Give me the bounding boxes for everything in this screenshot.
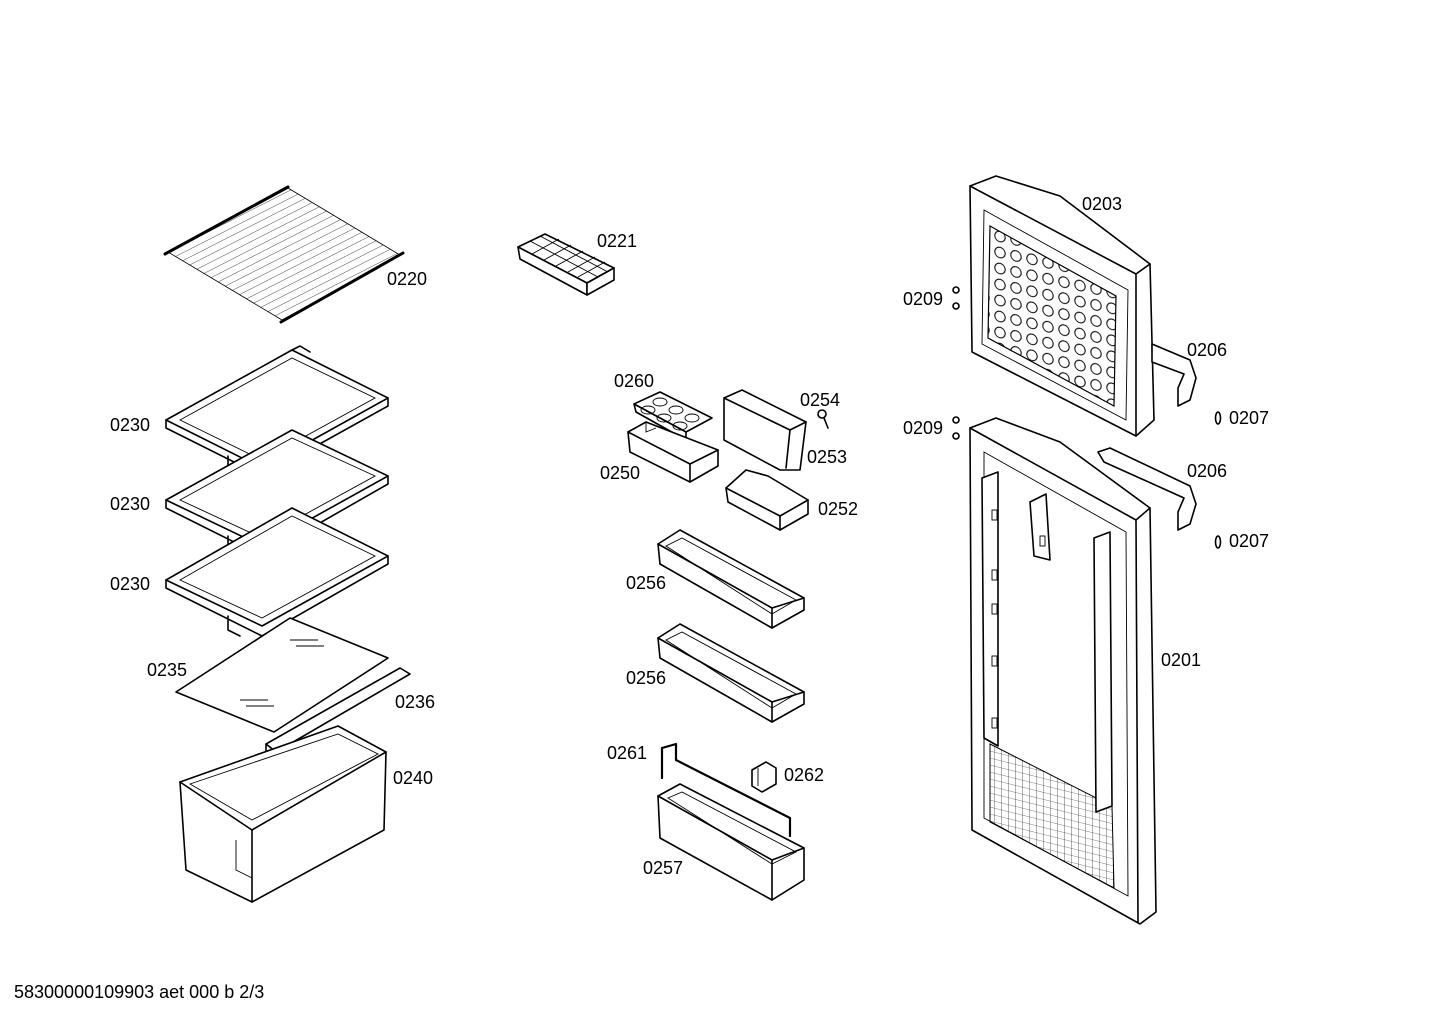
label-0261: 0261	[607, 743, 648, 763]
label-0252: 0252	[818, 499, 859, 519]
glass-plate-0235	[175, 617, 389, 733]
label-0206-upper: 0206	[1187, 340, 1228, 360]
clip-0262	[751, 761, 777, 793]
bottle-shelf-0257	[657, 783, 805, 901]
document-code: 58300000109903 aet 000 b 2/3	[14, 982, 265, 1002]
wire-shelf-0220	[163, 185, 405, 324]
egg-tray-0260	[633, 391, 713, 441]
label-0207-lower: 0207	[1229, 531, 1270, 551]
fridge-door-0201	[969, 417, 1197, 925]
label-0235: 0235	[147, 660, 188, 680]
label-0230-middle: 0230	[110, 494, 151, 514]
screws-0209	[952, 286, 960, 440]
label-0256-lower: 0256	[626, 668, 667, 688]
label-0254: 0254	[800, 390, 841, 410]
pins-0207	[1214, 411, 1222, 549]
label-0230-top: 0230	[110, 415, 151, 435]
door-tray-0252	[725, 469, 809, 531]
door-box-0250	[627, 421, 719, 483]
glass-shelf-0230-top	[165, 345, 389, 477]
screw-0254	[817, 409, 829, 429]
label-0203: 0203	[1082, 194, 1123, 214]
label-0209-upper: 0209	[903, 289, 944, 309]
bottle-retainer-0261	[660, 742, 792, 838]
label-0257: 0257	[643, 858, 684, 878]
label-0221: 0221	[597, 231, 638, 251]
label-0236: 0236	[395, 692, 436, 712]
door-shelf-0256-upper	[657, 529, 805, 629]
label-0230-bottom: 0230	[110, 574, 151, 594]
freezer-door-0203	[969, 175, 1197, 437]
label-0206-lower: 0206	[1187, 461, 1228, 481]
label-0256-upper: 0256	[626, 573, 667, 593]
crisper-drawer-0240	[179, 725, 387, 903]
label-0201: 0201	[1161, 650, 1202, 670]
label-0220: 0220	[387, 269, 428, 289]
label-0207-upper: 0207	[1229, 408, 1270, 428]
glass-shelf-0230-bottom	[165, 507, 389, 637]
label-0250: 0250	[600, 463, 641, 483]
label-0240: 0240	[393, 768, 434, 788]
label-0209-lower: 0209	[903, 418, 944, 438]
door-shelf-0256-lower	[657, 623, 805, 723]
butter-box-0253	[723, 389, 807, 471]
label-0262: 0262	[784, 765, 825, 785]
label-0253: 0253	[807, 447, 848, 467]
ice-tray-0221	[517, 233, 615, 296]
label-0260: 0260	[614, 371, 655, 391]
